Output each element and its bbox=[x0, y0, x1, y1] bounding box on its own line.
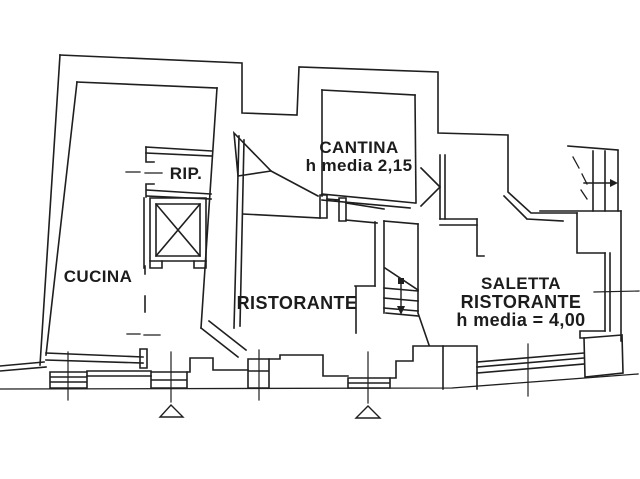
saletta-height-note: h media = 4,00 bbox=[456, 310, 586, 330]
room-label-cantina: CANTINA h media 2,15 bbox=[306, 139, 413, 175]
staircase bbox=[354, 220, 431, 347]
outer-boundary-walls bbox=[0, 54, 578, 372]
room-label-rip: RIP. bbox=[169, 164, 203, 183]
door-swing-dashes-icon bbox=[572, 156, 588, 200]
boundary-line bbox=[0, 373, 639, 390]
elevator-shaft bbox=[143, 197, 207, 313]
section-triangles bbox=[158, 403, 382, 419]
survey-tick-right bbox=[593, 290, 640, 293]
saletta-right-wall bbox=[576, 210, 640, 378]
room-label-saletta: SALETTA RISTORANTE h media = 4,00 bbox=[456, 274, 586, 330]
room-cucina-walls bbox=[45, 81, 248, 369]
saletta-title-line2: RISTORANTE bbox=[460, 292, 582, 312]
elevator-x-icon bbox=[154, 202, 202, 258]
room-label-cucina: CUCINA bbox=[63, 267, 133, 286]
survey-triangle-icon bbox=[158, 403, 185, 418]
door-swing-icon bbox=[419, 166, 442, 208]
cantina-height-note: h media 2,15 bbox=[305, 156, 413, 175]
room-label-ristorante: RISTORANTE bbox=[236, 293, 358, 313]
entrance-arrow-icon bbox=[583, 179, 618, 187]
stair-arrow-icon bbox=[397, 278, 405, 315]
saletta-title-line1: SALETTA bbox=[481, 274, 561, 293]
bottom-wall-band bbox=[0, 345, 639, 390]
entrance-detail bbox=[502, 145, 622, 222]
corridor-walls bbox=[232, 130, 385, 329]
survey-triangle-icon bbox=[354, 405, 382, 419]
dash-marks bbox=[125, 171, 163, 336]
room-cantina-walls bbox=[321, 89, 485, 257]
cantina-title: CANTINA bbox=[319, 138, 399, 157]
survey-ticks bbox=[67, 343, 529, 404]
